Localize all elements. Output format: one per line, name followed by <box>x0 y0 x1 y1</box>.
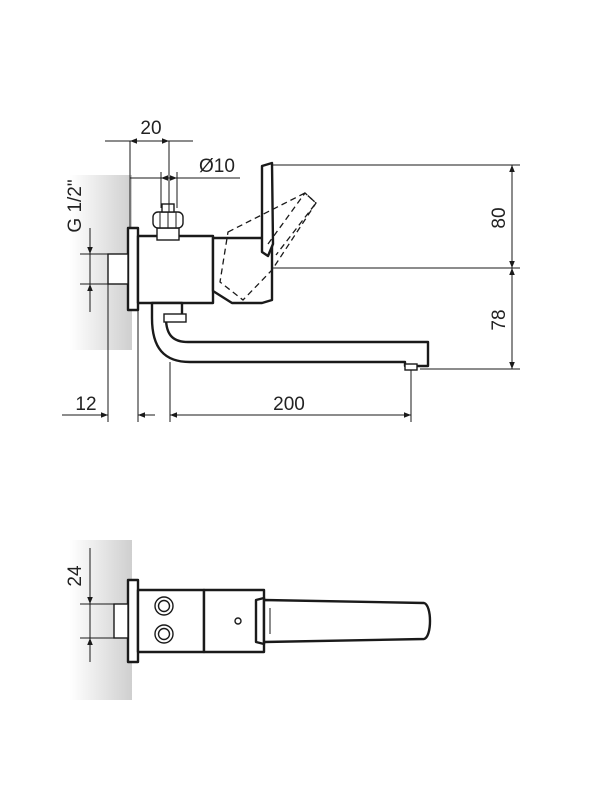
top-cartridge-screw <box>234 617 242 625</box>
dim-78-label: 78 <box>489 309 510 330</box>
dim-24-label: 24 <box>65 565 86 587</box>
top-valve <box>152 203 184 241</box>
handle-open-lever <box>267 192 317 256</box>
spout-aerator <box>404 363 418 371</box>
dim-20-label: 20 <box>140 118 161 139</box>
top-lever <box>262 598 432 644</box>
top-view: 24 <box>65 540 432 700</box>
top-connector <box>113 603 129 639</box>
dim-200-label: 200 <box>273 394 305 415</box>
spout-nut <box>163 313 187 323</box>
wall-flange <box>126 226 140 312</box>
top-cartridge <box>202 588 266 654</box>
dim-12-label: 12 <box>75 394 96 415</box>
thread-connector <box>107 253 129 285</box>
top-nut-upper <box>154 596 174 616</box>
lever-handle <box>260 161 275 258</box>
top-valve-body <box>136 588 206 654</box>
handle-open-position <box>219 192 317 301</box>
dim-diameter-label: Ø10 <box>199 156 235 177</box>
dim-thread-label: G 1/2" <box>65 179 86 232</box>
top-nut-lower <box>154 624 174 644</box>
spout <box>150 301 430 368</box>
top-lever-handle <box>254 596 266 646</box>
top-wall-flange <box>126 578 140 664</box>
valve-body <box>136 234 215 305</box>
dim-80-label: 80 <box>489 207 510 228</box>
side-view: 20 Ø10 G 1/2" 80 78 12 200 <box>62 118 520 422</box>
